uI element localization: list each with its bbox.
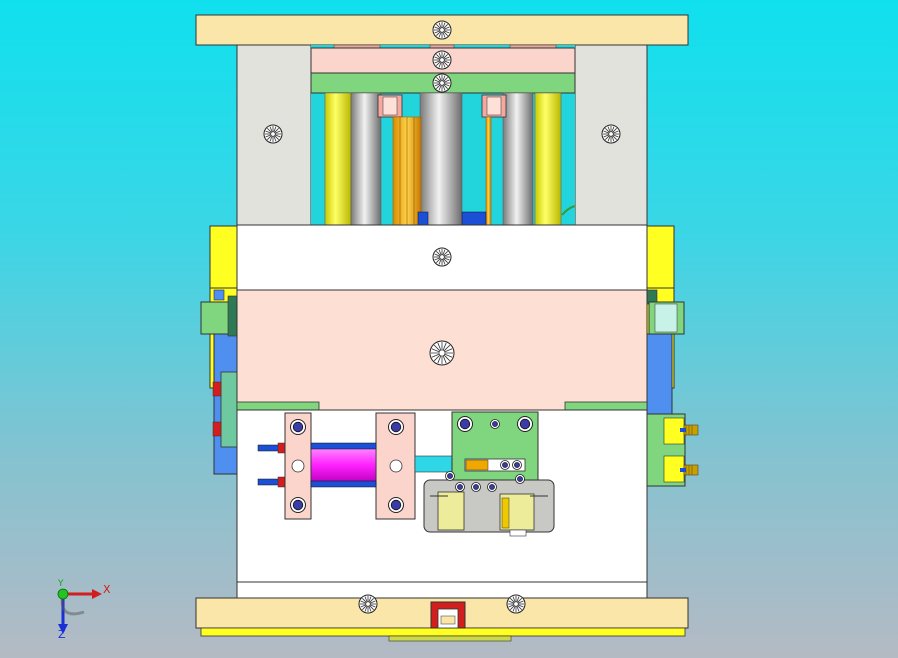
- hydraulic-cylinder: [257, 412, 454, 520]
- bolt-head-icon: [432, 20, 452, 40]
- return-pin: [534, 92, 562, 226]
- axis-z-label: Z: [58, 628, 66, 641]
- guide-rod: [350, 92, 382, 226]
- right-side-rail: [646, 225, 675, 289]
- sprue-bushing: [430, 601, 466, 629]
- bolt-head-icon: [429, 340, 455, 366]
- bolt-head-icon: [432, 247, 452, 267]
- left-side-rail: [209, 225, 238, 289]
- axis-y-label: Y: [58, 579, 64, 589]
- bolt-head-icon: [506, 594, 526, 614]
- bolt-head-icon: [358, 594, 378, 614]
- bolt-head-icon: [601, 124, 621, 144]
- axis-triad-icon: [57, 588, 102, 634]
- center-rod: [419, 92, 463, 226]
- bolt-head-icon: [432, 73, 452, 93]
- axis-x-label: X: [103, 583, 111, 596]
- bolt-head-icon: [432, 50, 452, 70]
- bolt-head-icon: [263, 124, 283, 144]
- guide-rod: [502, 92, 534, 226]
- return-pin: [324, 92, 352, 226]
- limit-switch-assembly: [423, 411, 555, 537]
- cable-connector: [683, 424, 699, 476]
